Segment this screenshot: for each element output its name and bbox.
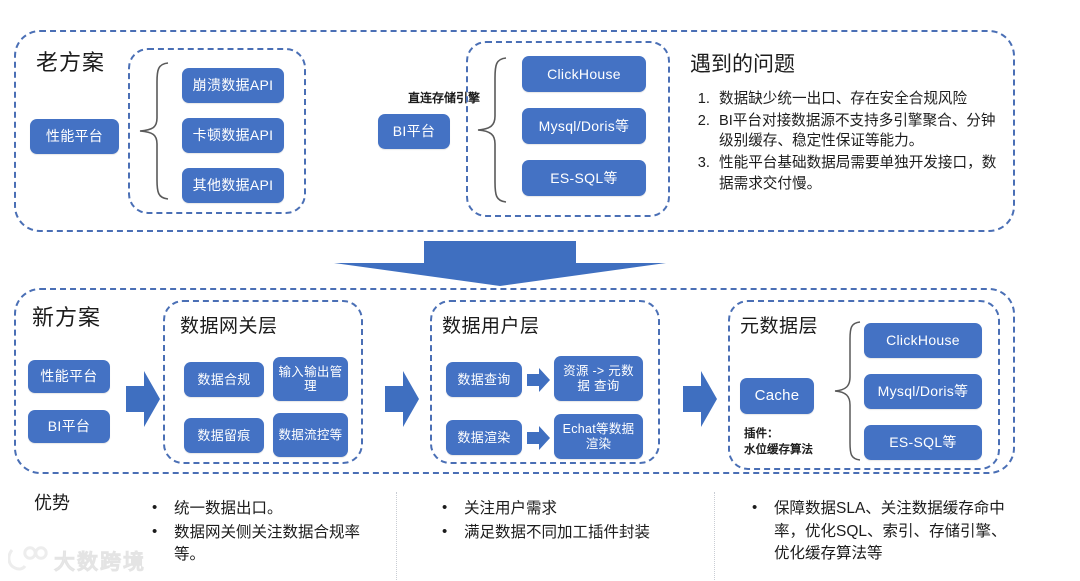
box-resource-to-meta-query[interactable]: 资源 -> 元数据 查询: [554, 356, 643, 401]
box-clickhouse-old[interactable]: ClickHouse: [522, 56, 646, 92]
problems-list: 数据缺少统一出口、存在安全合规风险 BI平台对接数据源不支持多引擎聚合、分钟级别…: [690, 89, 1002, 196]
advantages-column-2: 关注用户需求 满足数据不同加工插件封装: [426, 497, 688, 545]
advantages-divider-2: [714, 492, 715, 580]
advantage-item: 满足数据不同加工插件封装: [442, 521, 688, 545]
box-echat-render[interactable]: Echat等数据渲染: [554, 414, 643, 459]
advantage-item: 关注用户需求: [442, 497, 688, 521]
box-lag-data-api[interactable]: 卡顿数据API: [182, 118, 284, 153]
box-bi-platform-new[interactable]: BI平台: [28, 410, 110, 443]
box-performance-platform-old[interactable]: 性能平台: [30, 119, 119, 154]
problems-title: 遇到的问题: [690, 53, 795, 76]
watermark: 大数跨境: [7, 545, 146, 576]
advantage-item: 数据网关侧关注数据合规率等。: [152, 521, 386, 567]
box-performance-platform-new[interactable]: 性能平台: [28, 360, 110, 393]
gateway-layer-title: 数据网关层: [180, 316, 278, 337]
direct-storage-engine-label: 直连存储引擎: [408, 91, 481, 105]
watermark-text: 大数跨境: [54, 550, 146, 574]
advantages-label: 优势: [34, 493, 70, 513]
transition-down-arrow: [334, 241, 666, 286]
arrow-to-gateway: [126, 371, 160, 427]
arrow-to-user-layer: [385, 371, 419, 427]
box-bi-platform-old[interactable]: BI平台: [378, 114, 450, 149]
box-data-compliance[interactable]: 数据合规: [184, 362, 264, 397]
arrow-render-to-echat: [527, 426, 550, 450]
box-crash-data-api[interactable]: 崩溃数据API: [182, 68, 284, 103]
advantage-item: 统一数据出口。: [152, 497, 386, 521]
meta-layer-title: 元数据层: [740, 316, 819, 337]
advantages-column-3: 保障数据SLA、关注数据缓存命中率，优化SQL、索引、存储引擎、优化缓存算法等: [736, 497, 1018, 567]
brace-apis-old: [136, 60, 170, 202]
new-scheme-title: 新方案: [32, 305, 102, 330]
box-es-sql-new[interactable]: ES-SQL等: [864, 425, 982, 460]
old-scheme-title: 老方案: [36, 50, 106, 75]
box-data-trace[interactable]: 数据留痕: [184, 418, 264, 453]
cache-plugin-note: 插件： 水位缓存算法: [744, 428, 813, 456]
box-data-render[interactable]: 数据渲染: [446, 420, 522, 455]
box-es-sql-old[interactable]: ES-SQL等: [522, 160, 646, 196]
box-mysql-doris-new[interactable]: Mysql/Doris等: [864, 374, 982, 409]
problem-item: 性能平台基础数据局需要单独开发接口，数据需求交付慢。: [714, 153, 1002, 194]
brace-engines-new: [832, 320, 862, 462]
arrow-to-meta-layer: [683, 371, 717, 427]
problem-item: BI平台对接数据源不支持多引擎聚合、分钟级别缓存、稳定性保证等能力。: [714, 111, 1002, 152]
arrow-query-to-meta: [527, 368, 550, 392]
old-engine-group: [466, 41, 670, 217]
gateway-layer-container: [163, 300, 363, 464]
watermark-logo-icon: [7, 545, 48, 576]
box-other-data-api[interactable]: 其他数据API: [182, 168, 284, 203]
meta-layer-container: [728, 300, 1000, 470]
old-scheme-container: [14, 30, 1015, 232]
box-mysql-doris-old[interactable]: Mysql/Doris等: [522, 108, 646, 144]
old-api-group: [128, 48, 306, 214]
advantages-divider-1: [396, 492, 397, 580]
brace-engines-old: [474, 55, 508, 205]
box-data-flow-control[interactable]: 数据流控等: [273, 413, 348, 457]
problem-item: 数据缺少统一出口、存在安全合规风险: [714, 89, 1002, 110]
box-clickhouse-new[interactable]: ClickHouse: [864, 323, 982, 358]
user-layer-title: 数据用户层: [442, 316, 540, 337]
advantage-item: 保障数据SLA、关注数据缓存命中率，优化SQL、索引、存储引擎、优化缓存算法等: [752, 497, 1018, 566]
box-io-management[interactable]: 输入输出管理: [273, 357, 348, 401]
box-cache[interactable]: Cache: [740, 378, 814, 414]
advantages-column-1: 统一数据出口。 数据网关侧关注数据合规率等。: [136, 497, 386, 568]
user-layer-container: [430, 300, 660, 464]
box-data-query[interactable]: 数据查询: [446, 362, 522, 397]
new-scheme-container: [14, 288, 1015, 474]
